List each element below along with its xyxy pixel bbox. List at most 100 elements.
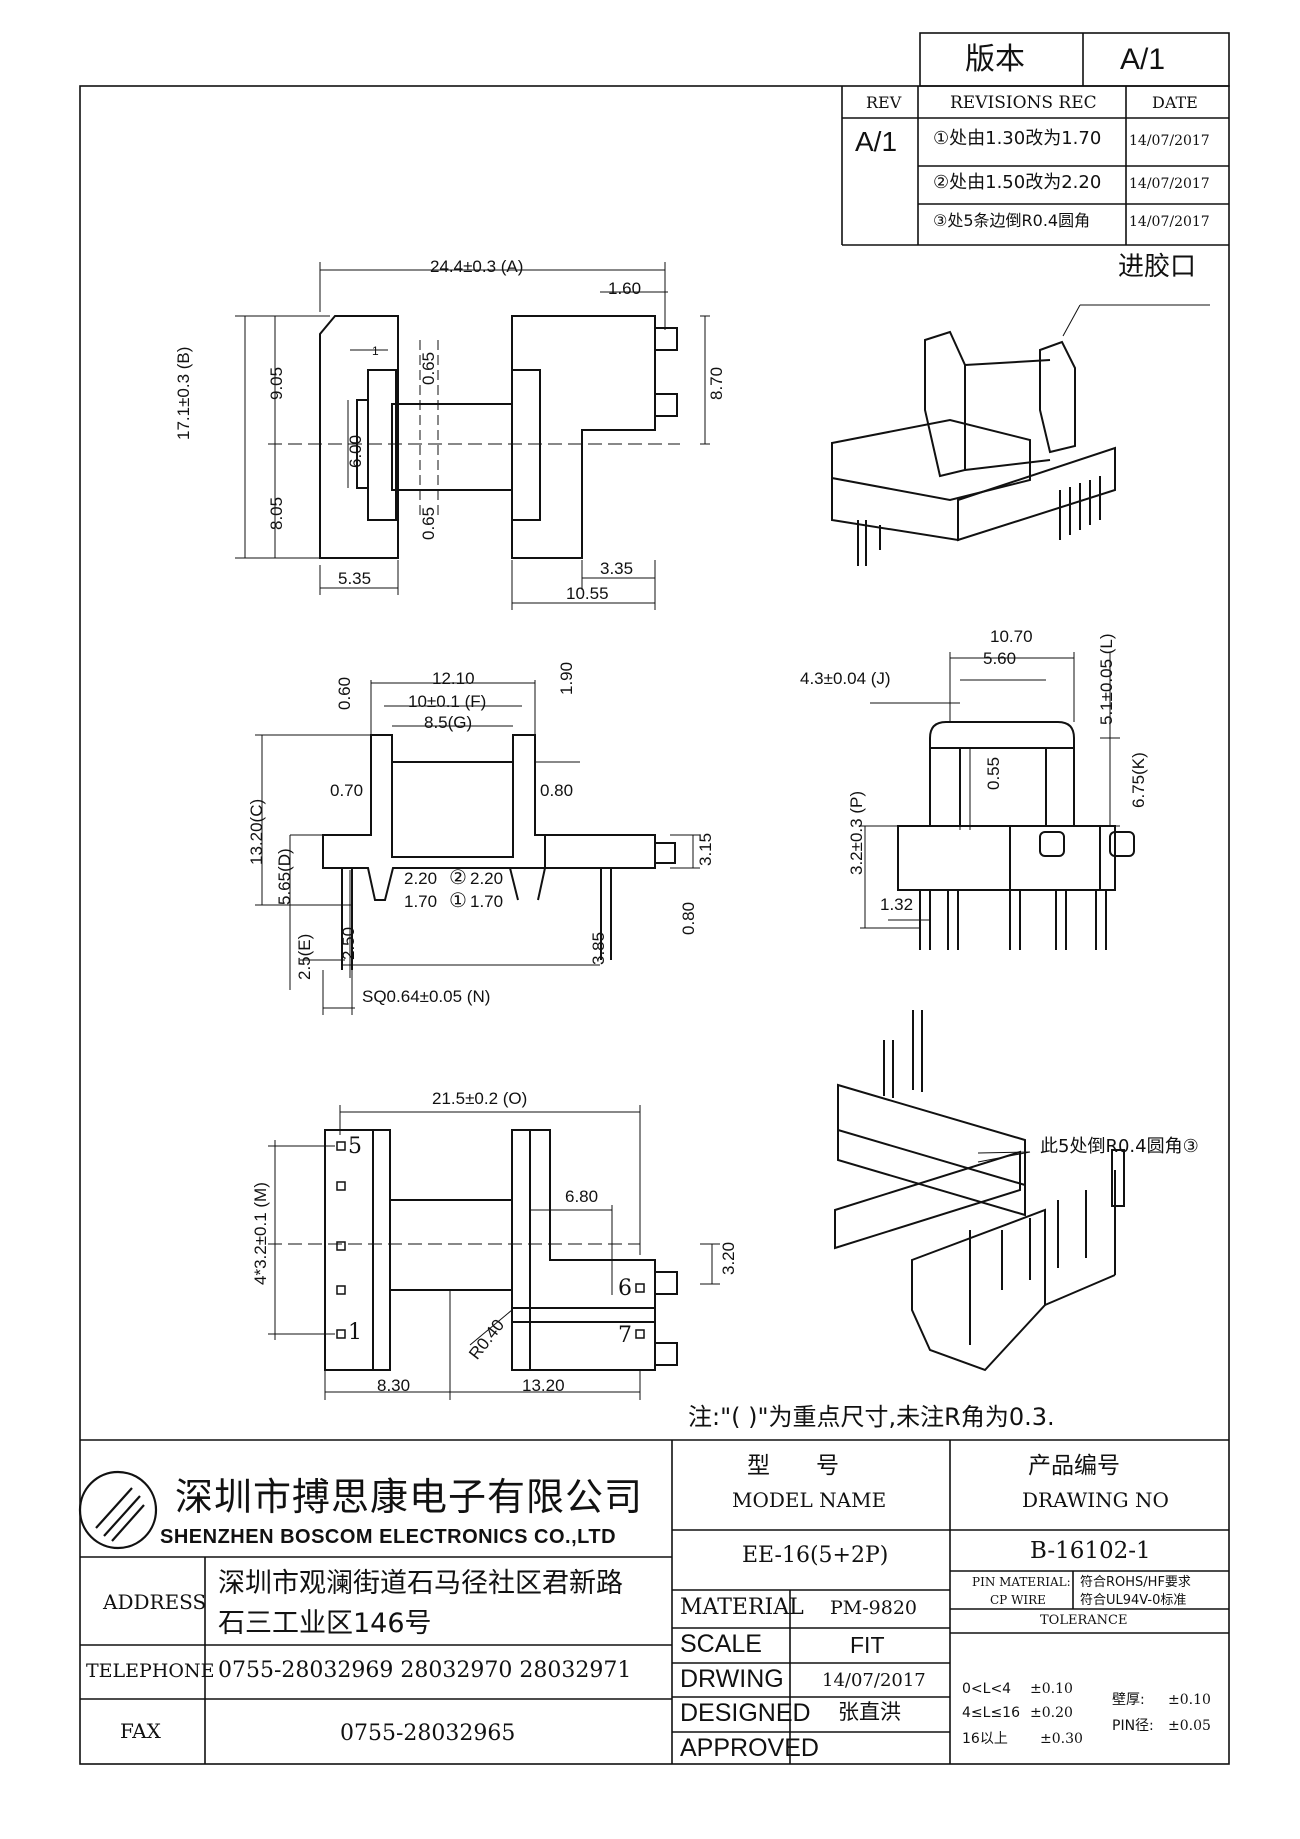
side-view [897,721,1135,950]
revision-date-3: 14/07/2017 [1129,214,1210,230]
bottom-view-dims [268,1105,720,1400]
revision-row-2: ②处由1.50改为2.20 [933,172,1102,193]
tolerance-label: TOLERANCE [1040,1613,1128,1628]
dim-n: SQ0.64±0.05 (N) [362,987,491,1006]
dim-12-10: 12.10 [432,669,475,688]
iso-view-lower [834,1010,1125,1372]
dim-0-65-upper: 0.65 [419,351,438,385]
dim-overall-width: 24.4±0.3 (A) [430,257,524,276]
material-value: PM-9820 [830,1597,918,1619]
dim-p: 3.2±0.3 (P) [847,791,866,875]
gate-label: 进胶口 [1118,252,1197,282]
pin-dia-label: PIN径: [1112,1718,1154,1734]
dim-13-20: 13.20 [522,1376,565,1395]
pin-material-label: PIN MATERIAL: [972,1575,1071,1589]
dim-1-32: 1.32 [880,895,914,914]
fax-label: FAX [120,1719,161,1743]
dim-1-60: 1.60 [608,279,642,298]
company-name-en: SHENZHEN BOSCOM ELECTRONICS CO.,LTD [160,1526,617,1548]
drawing-no-label-en: DRAWING NO [1022,1488,1169,1512]
dim-9-05: 9.05 [267,366,286,400]
dim-3-85: 3.85 [589,931,608,965]
dim-0-70: 0.70 [330,781,364,800]
dim-e: 2.5(E) [295,933,314,980]
drwing-label: DRWING [680,1665,784,1693]
tol-value-2: ±0.20 [1030,1705,1073,1721]
version-label: 版本 [965,42,1025,77]
dim-1-90: 1.90 [557,661,576,695]
pin-dia-value: ±0.05 [1168,1718,1211,1734]
dim-10-55: 10.55 [566,584,609,603]
pin-material-value: 符合ROHS/HF要求 [1080,1575,1191,1590]
dim-2-50: 2.50 [339,926,358,960]
dim-0-65-lower: 0.65 [419,506,438,540]
model-label-cn: 型 号 [747,1453,839,1479]
revision-date-2: 14/07/2017 [1129,176,1210,192]
dim-0-55: 0.55 [984,756,1003,790]
revision-table-grid [841,86,1229,246]
fax-value: 0755-28032965 [340,1721,516,1746]
tol-value-3: ±0.30 [1040,1731,1083,1747]
model-label-en: MODEL NAME [732,1488,887,1512]
address-line-1: 深圳市观澜街道石马径社区君新路 [218,1568,623,1599]
date-header: DATE [1152,93,1198,112]
telephone-value: 0755-28032969 28032970 28032971 [218,1658,632,1683]
drawing-no-label-cn: 产品编号 [1028,1453,1120,1479]
dim-6-80: 6.80 [565,1187,599,1206]
approved-label: APPROVED [680,1734,819,1762]
dim-o: 21.5±0.2 (O) [432,1089,528,1108]
scale-value: FIT [850,1632,885,1658]
tol-value-1: ±0.10 [1030,1681,1073,1697]
dim-k: 6.75(K) [1129,752,1148,808]
dim-10-70: 10.70 [990,627,1033,646]
dim-1-70-left: 1.70 [404,892,438,911]
tol-range-2: 4≤L≤16 [962,1705,1020,1721]
dim-3-20: 3.20 [719,1241,738,1275]
dim-8-05: 8.05 [267,496,286,530]
drawing-no-value: B-16102-1 [1030,1538,1151,1564]
telephone-label: TELEPHONE [86,1660,215,1682]
dim-2-20-right: 2.20 [470,869,504,888]
rev-header: REV [866,93,902,112]
dim-8-70: 8.70 [707,366,726,400]
material-label: MATERIAL [680,1595,804,1620]
dim-d: 5.65(D) [275,848,294,905]
title-block-grid [80,1439,1229,1764]
cp-wire-value: 符合UL94V-0标准 [1080,1593,1187,1608]
iso-view-upper [831,304,1210,566]
dim-j: 4.3±0.04 (J) [800,669,891,688]
pin-label-6: 6 [618,1276,632,1301]
dim-2-20-left: 2.20 [404,869,438,888]
dim-f: 10±0.1 (F) [408,692,487,711]
dim-0-80-upper: 0.80 [540,781,574,800]
designed-label: DESIGNED [680,1699,811,1727]
revision-row-1: ①处由1.30改为1.70 [933,128,1102,149]
company-name-cn: 深圳市搏思康电子有限公司 [175,1475,644,1519]
side-view-dims [860,652,1120,929]
pin-label-1: 1 [348,1320,362,1345]
dim-3-35: 3.35 [600,559,634,578]
address-line-2: 石三工业区146号 [218,1608,432,1639]
dim-l: 5.1±0.05 (L) [1097,633,1116,725]
dim-overall-height: 17.1±0.3 (B) [174,346,193,440]
bottom-view-pins [336,1141,645,1339]
address-label: ADDRESS [103,1590,207,1614]
designed-value: 张直洪 [838,1700,901,1724]
front-view [322,734,676,970]
version-value: A/1 [1120,43,1166,76]
dim-5-35: 5.35 [338,569,372,588]
revision-row-3: ③处5条边倒R0.4圆角 [933,211,1091,230]
dim-1: 1 [372,344,379,358]
drawing-note: 注:"( )"为重点尺寸,未注R角为0.3. [688,1403,1055,1431]
company-logo-icon [78,1470,158,1550]
top-view [319,315,678,559]
dim-1-70-right: 1.70 [470,892,504,911]
revision-mark-1: ① [449,890,467,912]
scale-label: SCALE [680,1630,762,1658]
page-border [79,85,1230,1765]
dim-m: 4*3.2±0.1 (M) [251,1182,270,1285]
wall-label: 壁厚: [1112,1692,1145,1708]
dim-0-80-lower: 0.80 [679,901,698,935]
front-view-dims [255,680,700,1015]
